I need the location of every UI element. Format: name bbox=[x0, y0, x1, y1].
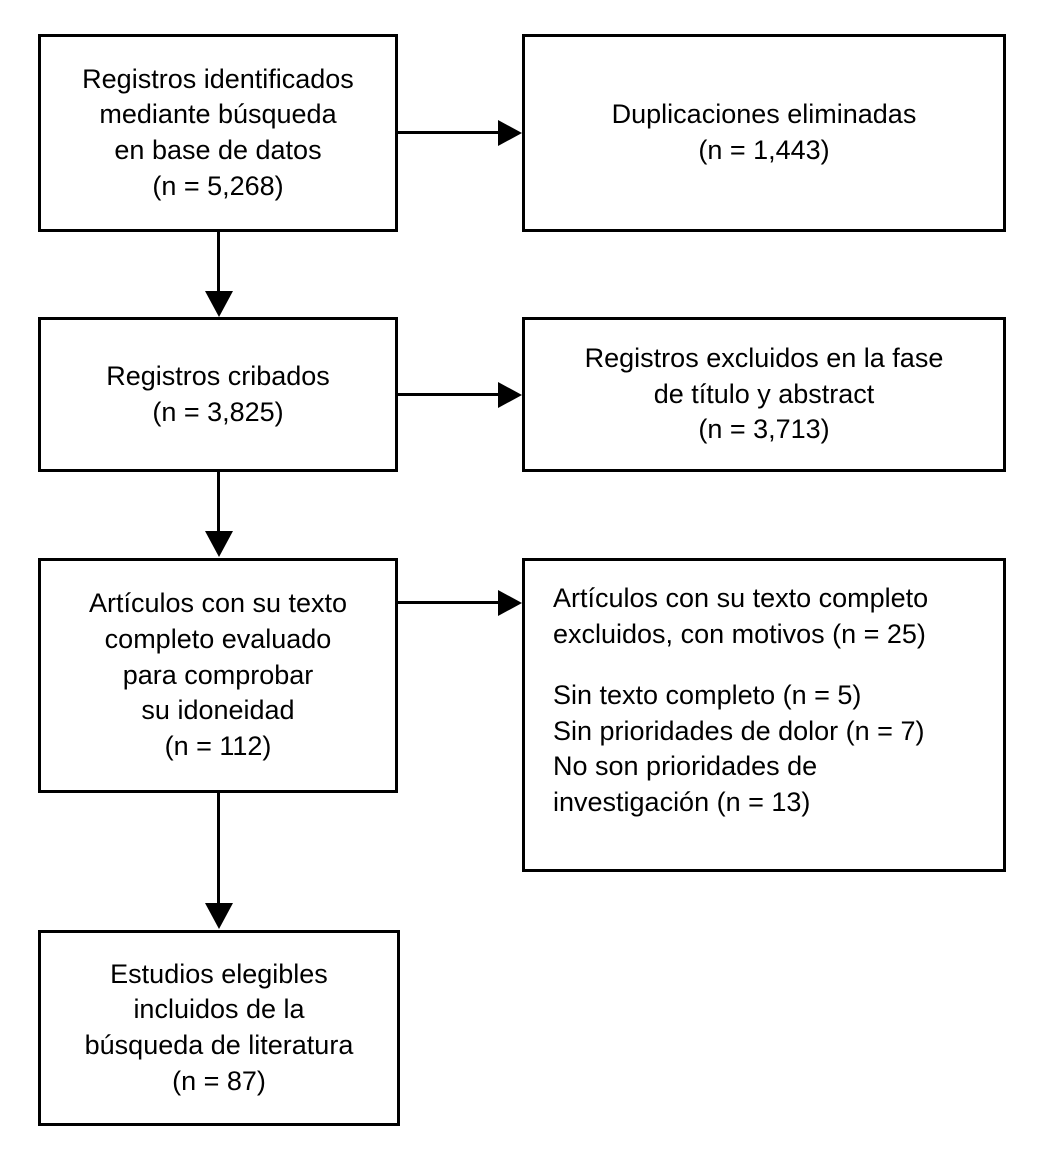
node-records-identified-line-2: mediante búsqueda bbox=[99, 99, 337, 130]
node-records-excluded-title-abstract: Registros excluidos en la fase de título… bbox=[522, 317, 1006, 472]
node-fulltext-excluded-line-2: excluidos, con motivos (n = 25) bbox=[553, 618, 926, 649]
arrow-shaft bbox=[217, 232, 220, 294]
arrow-head-right-icon bbox=[498, 382, 522, 408]
arrow-shaft bbox=[398, 393, 500, 396]
node-duplicates-removed-line-1: Duplicaciones eliminadas bbox=[611, 99, 917, 130]
node-fulltext-assessed-line-3: para comprobar bbox=[122, 659, 314, 690]
node-fulltext-excluded-reason-3b: investigación (n = 13) bbox=[553, 786, 811, 817]
node-records-screened-count: (n = 3,825) bbox=[152, 396, 284, 427]
node-fulltext-assessed-count: (n = 112) bbox=[164, 730, 272, 761]
arrow-screened-to-fulltext-icon bbox=[205, 472, 233, 558]
node-records-identified-line-3: en base de datos bbox=[114, 135, 322, 165]
node-duplicates-removed-count: (n = 1,443) bbox=[698, 135, 830, 165]
arrow-fulltext-to-included-icon bbox=[205, 793, 233, 930]
arrow-shaft bbox=[398, 131, 500, 134]
node-records-identified-count: (n = 5,268) bbox=[152, 170, 284, 201]
arrow-shaft bbox=[398, 601, 500, 604]
node-records-identified: Registros identificados mediante búsqued… bbox=[38, 34, 398, 232]
arrow-identified-to-screened-icon bbox=[205, 232, 233, 317]
arrow-shaft bbox=[217, 472, 220, 534]
arrow-head-down-icon bbox=[205, 903, 233, 929]
node-studies-included-line-2: incluidos de la bbox=[133, 994, 305, 1025]
arrow-fulltext-to-excluded-icon bbox=[398, 590, 522, 616]
node-duplicates-removed: Duplicaciones eliminadas (n = 1,443) bbox=[522, 34, 1006, 232]
node-studies-included-line-3: búsqueda de literatura bbox=[84, 1030, 354, 1060]
arrow-identified-to-duplicates-icon bbox=[398, 120, 522, 146]
node-records-excluded-count: (n = 3,713) bbox=[698, 414, 830, 445]
arrow-head-down-icon bbox=[205, 531, 233, 557]
node-records-screened-line-1: Registros cribados bbox=[106, 360, 330, 391]
arrow-shaft bbox=[217, 793, 220, 906]
node-fulltext-assessed-line-2: completo evaluado bbox=[104, 624, 332, 655]
arrow-head-right-icon bbox=[498, 590, 522, 616]
node-fulltext-excluded-line-1: Artículos con su texto completo bbox=[553, 583, 929, 613]
node-studies-included-count: (n = 87) bbox=[172, 1065, 266, 1096]
node-studies-included-line-1: Estudios elegibles bbox=[110, 958, 328, 989]
node-records-identified-line-1: Registros identificados bbox=[82, 63, 354, 94]
node-fulltext-assessed-line-4: su idoneidad bbox=[141, 695, 295, 726]
node-fulltext-assessed-line-1: Artículos con su texto bbox=[88, 588, 348, 619]
node-fulltext-excluded: Artículos con su texto completo excluido… bbox=[522, 558, 1006, 872]
node-records-excluded-line-2: de título y abstract bbox=[653, 378, 875, 409]
node-studies-included: Estudios elegibles incluidos de la búsqu… bbox=[38, 930, 400, 1126]
node-fulltext-excluded-reason-1: Sin texto completo (n = 5) bbox=[553, 679, 862, 710]
node-records-screened: Registros cribados (n = 3,825) bbox=[38, 317, 398, 472]
arrow-head-down-icon bbox=[205, 291, 233, 317]
node-records-excluded-line-1: Registros excluidos en la fase bbox=[584, 343, 944, 374]
arrow-head-right-icon bbox=[498, 120, 522, 146]
node-fulltext-assessed: Artículos con su texto completo evaluado… bbox=[38, 558, 398, 793]
arrow-screened-to-excluded-icon bbox=[398, 382, 522, 408]
node-fulltext-excluded-reason-3a: No son prioridades de bbox=[553, 751, 818, 782]
node-fulltext-excluded-reason-2: Sin prioridades de dolor (n = 7) bbox=[553, 715, 925, 746]
